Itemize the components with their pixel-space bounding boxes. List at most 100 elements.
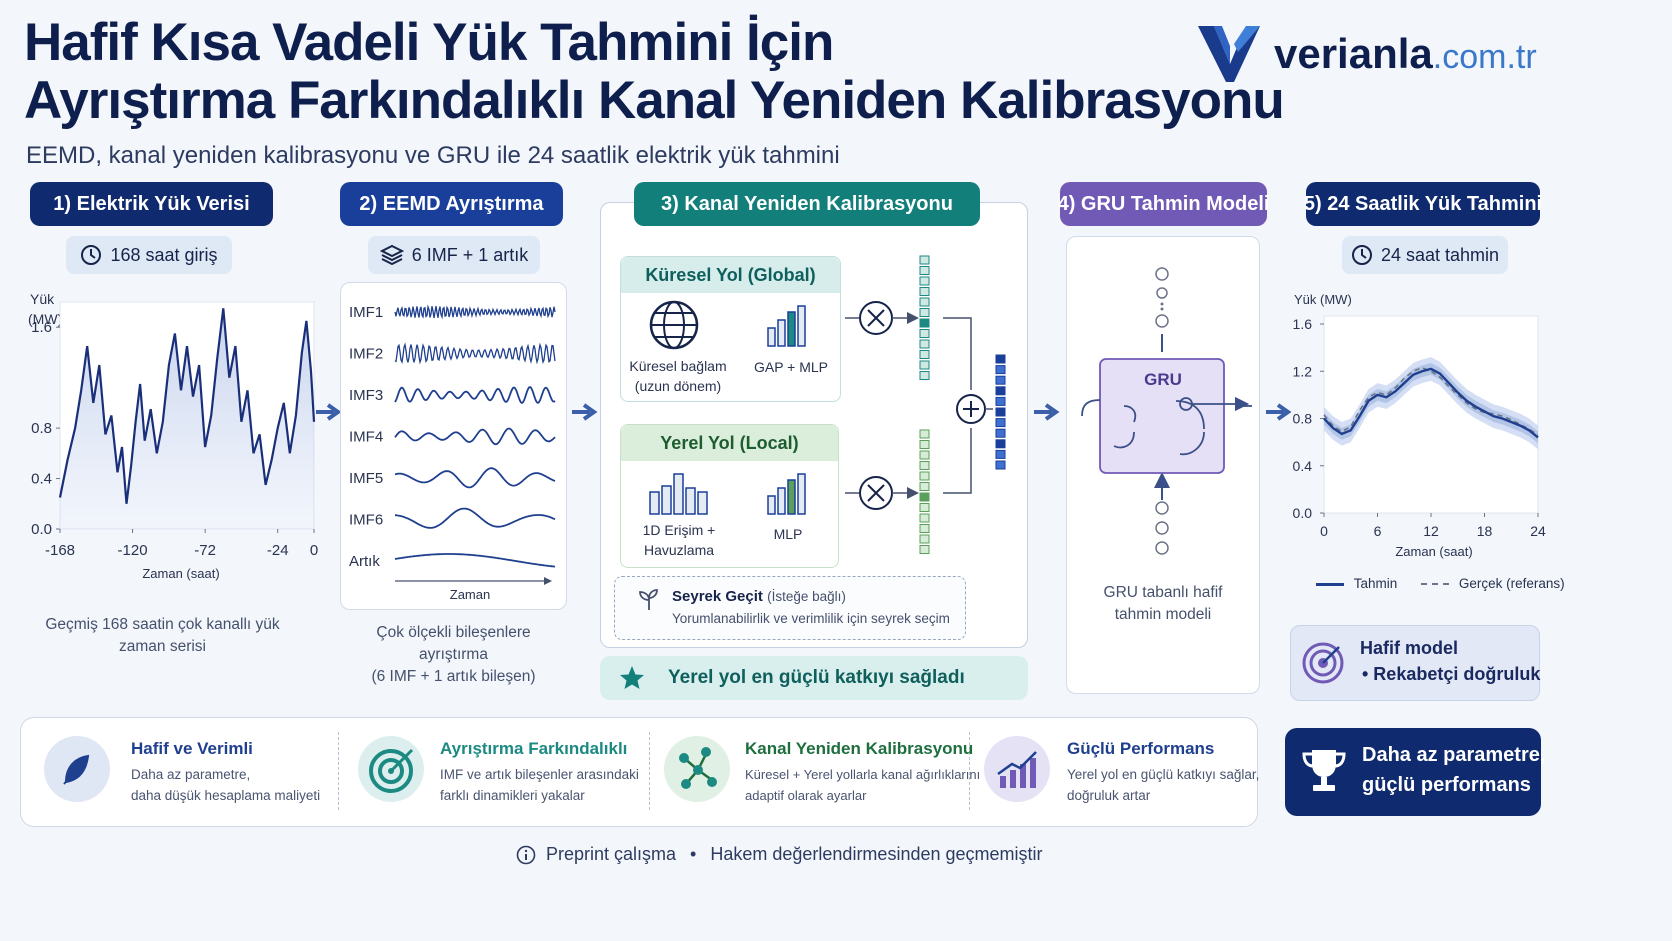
plus-mark [963, 401, 979, 417]
network-icon [664, 736, 730, 802]
imf-wave-7 [394, 553, 556, 568]
footer-note: Preprint çalışma • Hakem değerlendirmesi… [516, 844, 1043, 865]
imf-label-7: Artık [349, 553, 380, 570]
step1-caption: Geçmiş 168 saatin çok kanallı yük zaman … [30, 614, 295, 658]
imf-wave-6 [395, 507, 556, 529]
target-icon [358, 736, 424, 802]
legend-ref-label: Gerçek (referans) [1458, 576, 1565, 591]
target-icon [1302, 642, 1344, 684]
feature-divider [969, 732, 970, 810]
y-tick-label: 0.0 [31, 521, 52, 538]
forecast-legend: Tahmin Gerçek (referans) [1316, 576, 1565, 591]
cta-line2: güçlü performans [1362, 774, 1531, 796]
feature2-line2: farklı dinamikleri yakalar [440, 788, 585, 803]
feature2-title: Ayrıştırma Farkındalıklı [440, 739, 628, 758]
step4-caption-line1: GRU tabanlı hafif [1103, 584, 1223, 601]
footer-left: Preprint çalışma [546, 844, 677, 864]
gru-diagram [1081, 267, 1252, 555]
result-line2: • Rekabetçi doğruluk [1362, 664, 1541, 684]
time-axis-arrow [544, 577, 552, 585]
feature-divider [649, 732, 650, 810]
logo-tld-text: .com.tr [1432, 38, 1537, 76]
output-cell [995, 428, 1006, 438]
eemd-panel [340, 282, 567, 610]
sprout-icon [639, 589, 658, 610]
load-line [58, 308, 316, 504]
feature3-line2: adaptif olarak ayarlar [745, 788, 867, 803]
step1-ylabel-2: (MW) [28, 311, 63, 327]
step2-title: 2) EEMD Ayrıştırma [340, 182, 563, 226]
weight-cell [919, 492, 930, 502]
imf-label-4: IMF4 [349, 429, 383, 446]
feature4-line2: doğruluk artar [1067, 788, 1151, 803]
star-icon [620, 666, 644, 689]
weight-cell [919, 524, 930, 533]
weight-cell [919, 297, 930, 307]
feature3-line1: Küresel + Yerel yollarla kanal ağırlıkla… [745, 767, 981, 782]
weight-cell [919, 513, 930, 523]
feature1-line1: Daha az parametre, [131, 767, 251, 782]
step1-caption-line2: zaman serisi [119, 638, 206, 655]
step1-badge-label: 168 saat giriş [110, 244, 218, 265]
feature3-text: Küresel + Yerel yollarla kanal ağırlıkla… [745, 764, 980, 806]
legend-pred-label: Tahmin [1353, 576, 1398, 591]
weight-cell [919, 339, 930, 349]
sparse-gate-optional: (İsteğe bağlı) [767, 589, 846, 604]
local-path-title: Yerel Yol (Local) [621, 425, 838, 461]
weight-cell [919, 318, 930, 328]
y-tick-label: 0.4 [31, 471, 52, 488]
weight-cell [919, 534, 930, 544]
info-icon [516, 845, 536, 864]
x-tick-label: -168 [45, 542, 75, 559]
feature-divider [338, 732, 339, 810]
verianla-logo-icon [1198, 26, 1260, 82]
y-tick-label: 1.6 [1293, 316, 1313, 332]
feature4-title: Güçlü Performans [1067, 739, 1215, 758]
output-cell [995, 396, 1006, 406]
feature1-line2: daha düşük hesaplama maliyeti [131, 788, 321, 803]
step1-caption-line1: Geçmiş 168 saatin çok kanallı yük [45, 616, 280, 633]
bar-chart-icon [767, 305, 806, 347]
output-cell [995, 460, 1006, 470]
y-axis-label: Yük (MW) [1294, 292, 1352, 307]
feature4-line1: Yerel yol en güçlü katkıyı sağlar, [1067, 767, 1260, 782]
highlight-text: Yerel yol en güçlü katkıyı sağladı [668, 667, 965, 688]
imf-wave-1 [394, 304, 556, 320]
x-tick-label: 18 [1477, 523, 1493, 539]
y-tick-label: 0.8 [31, 420, 52, 437]
growth-chart-icon [984, 736, 1050, 802]
y-tick-label: 1.6 [31, 319, 52, 336]
x-tick-label: 24 [1530, 523, 1546, 539]
logo-wordmark: verianla.com.tr [1274, 30, 1537, 78]
step5-badge-label: 24 saat tahmin [1380, 244, 1500, 265]
global-left-line2: (uzun dönem) [634, 378, 722, 394]
weight-cell [919, 255, 930, 265]
multiply-mark [867, 309, 885, 327]
globe-icon [649, 300, 699, 350]
step5-badge: 24 saat tahmin [1342, 236, 1508, 274]
clock-icon [81, 245, 102, 265]
weight-cell [919, 545, 930, 554]
output-cell [995, 439, 1006, 449]
feature2-line1: IMF ve artık bileşenler arasındaki [440, 767, 639, 782]
weight-cell [919, 287, 930, 296]
pooling-bars-icon [649, 473, 708, 515]
step1-ylabel-1: Yük [30, 291, 55, 307]
arrow-right-icon [316, 403, 342, 421]
output-cell [995, 354, 1006, 364]
sparse-gate-title: Seyrek Geçit (İsteğe bağlı) [672, 588, 846, 605]
logo-main-text: verianla [1274, 30, 1433, 77]
global-left-label: Küresel bağlam (uzun dönem) [626, 356, 730, 396]
imf-label-1: IMF1 [349, 304, 383, 321]
output-cell [995, 386, 1006, 396]
step4-caption-line2: tahmin modeli [1114, 606, 1212, 623]
imf-wave-2 [394, 342, 556, 365]
x-axis-label: Zaman (saat) [142, 566, 219, 581]
step5-title: 5) 24 Saatlik Yük Tahmini [1304, 182, 1542, 226]
imf-wave-3 [394, 385, 556, 404]
weight-cell [919, 440, 930, 449]
local-left-label: 1D Erişim + Havuzlama [626, 520, 732, 560]
x-axis-label: Zaman (saat) [1395, 544, 1472, 559]
feather-icon [44, 736, 110, 802]
step1-title: 1) Elektrik Yük Verisi [30, 182, 273, 226]
